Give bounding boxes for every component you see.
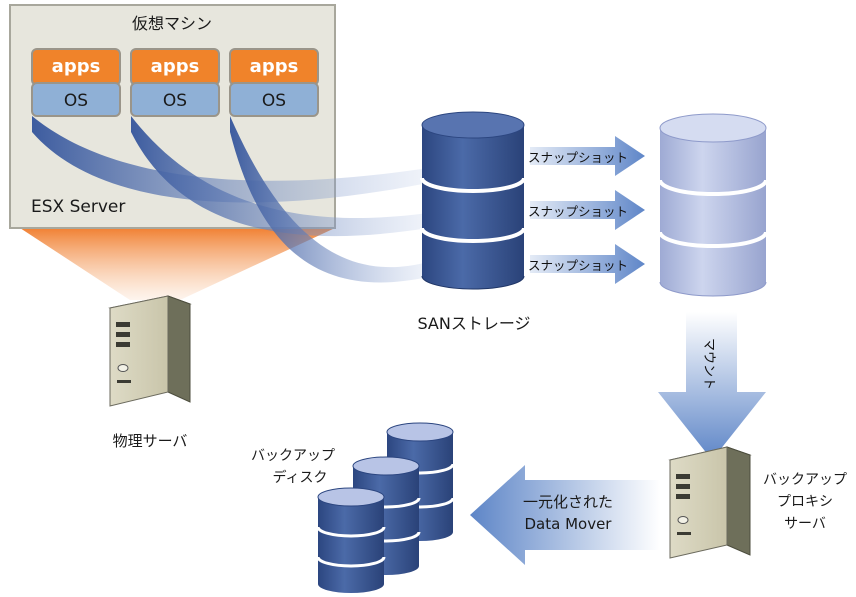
physical-server-icon (108, 295, 192, 407)
physical-server-label: 物理サーバ (113, 432, 188, 450)
mount-arrow: マウント (658, 312, 766, 460)
vm-group-title: 仮想マシン (132, 14, 212, 33)
vm-1-os-label: OS (64, 91, 88, 111)
snapshot-arrow-3: スナップショット (528, 244, 645, 284)
host-glow (20, 228, 335, 300)
esx-server-label: ESX Server (31, 197, 125, 217)
backup-proxy-label: バックアップ プロキシ サーバ (763, 472, 847, 532)
proxy-label-line-3: サーバ (784, 516, 826, 532)
backup-proxy-server-icon (668, 446, 752, 559)
backup-disk-front (316, 487, 386, 593)
data-mover-arrow: 一元化された Data Mover (470, 465, 660, 565)
vm-1-app-label: apps (52, 56, 101, 77)
snapshot-arrow-2: スナップショット (528, 190, 645, 230)
vm-3-app-label: apps (250, 56, 299, 77)
backup-disk-label-line-1: バックアップ (251, 448, 335, 464)
vm-2: apps OS (130, 48, 220, 117)
vm-1: apps OS (31, 48, 121, 117)
snapshot-arrow-1: スナップショット (528, 136, 645, 176)
vm-2-os-label: OS (163, 91, 187, 111)
proxy-label-line-1: バックアップ (763, 472, 847, 488)
vm-data-streams (32, 116, 428, 283)
backup-disk-label-line-2: ディスク (272, 469, 327, 486)
snapshot-storage-cylinder (658, 113, 768, 297)
mount-label: マウント (701, 338, 716, 390)
san-storage-label: SANストレージ (417, 314, 530, 333)
san-storage-cylinder (420, 111, 526, 290)
vm-2-app-label: apps (151, 56, 200, 77)
vm-3-os-label: OS (262, 91, 286, 111)
proxy-label-line-2: プロキシ (777, 494, 833, 510)
data-mover-label-line-2: Data Mover (525, 515, 613, 533)
snapshot-label-2: スナップショット (528, 204, 628, 219)
vm-3: apps OS (229, 48, 319, 117)
snapshot-label-1: スナップショット (528, 150, 628, 165)
snapshot-label-3: スナップショット (528, 258, 628, 273)
data-mover-label-line-1: 一元化された (523, 493, 613, 511)
backup-disk-label: バックアップ ディスク (251, 448, 335, 486)
